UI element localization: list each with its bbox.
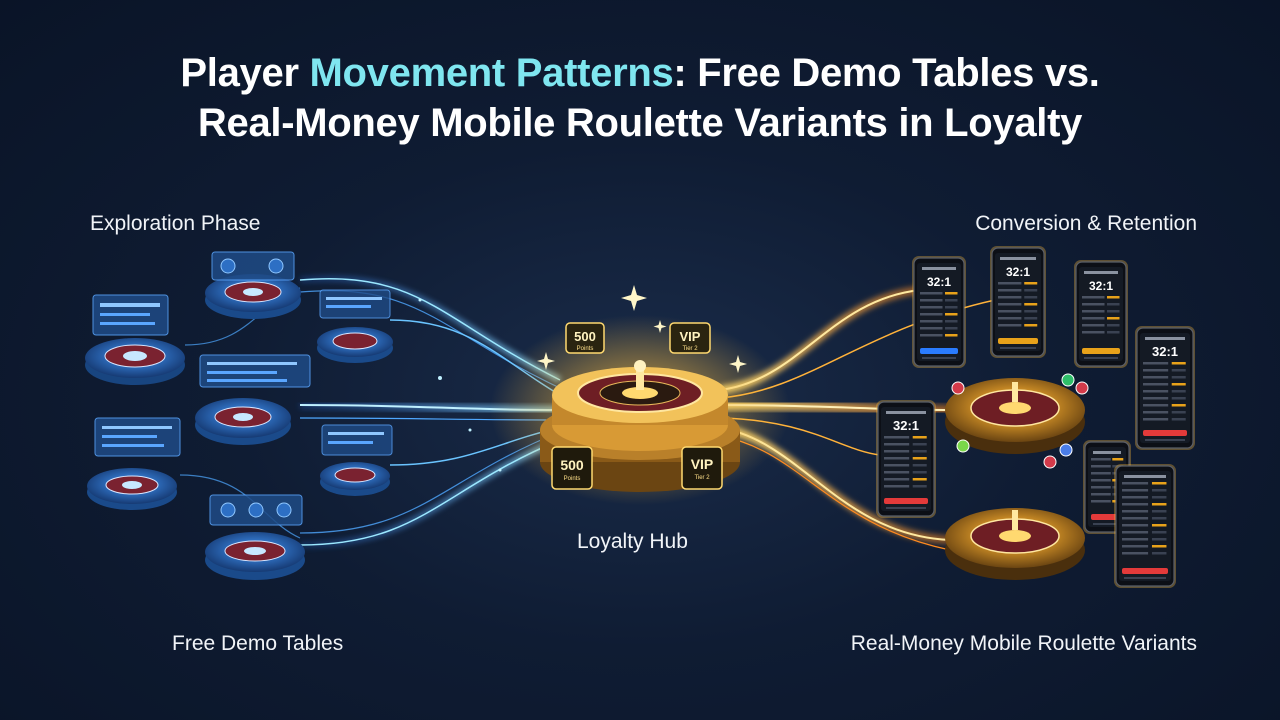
demo-table-1: [85, 294, 185, 385]
hub-vip-plaque: [681, 446, 723, 490]
hub-plaque-vip-label: VIP: [691, 456, 714, 472]
title-part-2: : Free Demo Tables vs.: [673, 51, 1100, 95]
hub-points-value: 500: [574, 329, 596, 344]
hub-plaque-points-sub: Points: [564, 476, 581, 482]
title-accent: Movement Patterns: [309, 51, 674, 95]
page-title: Player Movement Patterns: Free Demo Tabl…: [0, 48, 1280, 148]
free-demo-tables-label: Free Demo Tables: [172, 632, 344, 655]
real-money-table-1: [945, 373, 1089, 469]
hub-vip-badge: [669, 322, 711, 354]
phone-mockup: 32:1: [876, 400, 936, 518]
phone-mockup: [1114, 464, 1176, 588]
hub-vip-sub: Tier 2: [682, 346, 698, 352]
phone-mockup: 32:1: [1135, 326, 1195, 450]
phone-mockup: 32:1: [912, 256, 966, 368]
demo-table-4: [195, 354, 311, 445]
real-money-table-2: [945, 508, 1085, 580]
phone-odds: 32:1: [1006, 265, 1030, 279]
hub-points-badge: [565, 322, 605, 354]
exploration-phase-label: Exploration Phase: [90, 212, 261, 235]
real-money-variants-label: Real-Money Mobile Roulette Variants: [850, 632, 1197, 655]
loyalty-hub-label: Loyalty Hub: [577, 530, 688, 553]
phone-odds: 32:1: [1089, 279, 1113, 293]
phone-odds: 32:1: [927, 275, 951, 289]
demo-table-2: [205, 251, 301, 319]
sparkles: [418, 285, 747, 472]
hub-plaque-points-value: 500: [560, 457, 584, 473]
hub-points-plaque: [551, 446, 593, 490]
demo-table-6: [87, 417, 181, 510]
phone-mockup: 32:1: [1074, 260, 1128, 368]
conversion-retention-label: Conversion & Retention: [975, 212, 1197, 235]
phone-odds: 32:1: [1152, 344, 1178, 359]
demo-table-7: [205, 494, 305, 580]
phone-mockup: 32:1: [990, 246, 1046, 358]
hub-plaque-vip-sub: Tier 2: [694, 475, 710, 481]
hub-vip-label: VIP: [680, 329, 701, 344]
mobile-phones: 32:1 32:1 32:1 32:1 32:1: [876, 246, 1195, 588]
title-line-2: Real-Money Mobile Roulette Variants in L…: [197, 101, 1083, 145]
title-line-1: Player Movement Patterns: Free Demo Tabl…: [0, 48, 1280, 98]
phone-odds: 32:1: [893, 418, 919, 433]
title-part-1: Player: [180, 51, 310, 95]
demo-table-5: [320, 424, 393, 496]
demo-table-3: [317, 289, 393, 363]
hub-points-sub: Points: [577, 346, 594, 352]
loyalty-hub: 500 Points VIP Tier 2 500 Points VIP Tie…: [490, 315, 790, 505]
